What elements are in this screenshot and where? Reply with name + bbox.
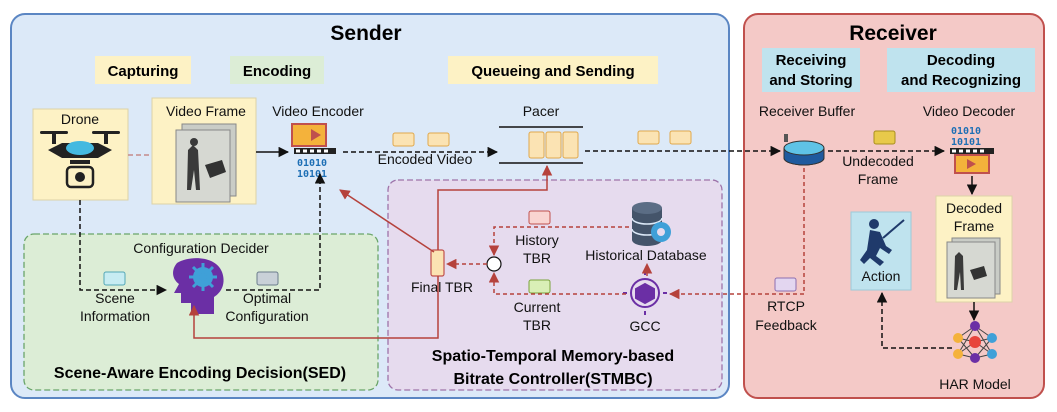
scene-info-packet xyxy=(103,271,126,286)
history-tbr-packet xyxy=(528,210,551,225)
drone-icon xyxy=(40,131,120,189)
svg-text:01010: 01010 xyxy=(297,158,327,169)
final-tbr-block xyxy=(430,249,445,277)
drone-label: Drone xyxy=(61,111,99,127)
stage-capturing: Capturing xyxy=(108,63,179,80)
stmbc-title-line1: Spatio-Temporal Memory-based xyxy=(432,348,674,365)
stage-decoding-2: and Recognizing xyxy=(901,72,1021,89)
optimal-config-packet xyxy=(256,271,279,286)
video-encoder-label: Video Encoder xyxy=(272,103,364,119)
decoded-frame-image xyxy=(946,237,1001,299)
video-encoder-icon: 01010 10101 xyxy=(291,123,336,180)
rtcp-feedback-label-2: Feedback xyxy=(755,317,817,333)
action-box xyxy=(850,211,912,291)
receiver-buffer-label: Receiver Buffer xyxy=(759,103,856,119)
stage-receiving-1: Receiving xyxy=(776,52,847,69)
final-tbr-label: Final TBR xyxy=(411,279,473,295)
video-frame-image xyxy=(175,123,237,203)
action-label: Action xyxy=(862,268,901,284)
gcc-label: GCC xyxy=(629,318,660,334)
stage-encoding: Encoding xyxy=(243,63,311,80)
stage-capturing-highlight xyxy=(95,56,191,84)
stage-decoding-1: Decoding xyxy=(927,52,995,69)
packet xyxy=(637,130,660,145)
sum-node xyxy=(486,256,502,272)
current-tbr-packet xyxy=(528,279,551,294)
history-tbr-label-2: TBR xyxy=(523,250,551,266)
stmbc-title-line2: Bitrate Controller(STMBC) xyxy=(453,371,652,388)
video-decoder-label: Video Decoder xyxy=(923,103,1016,119)
optimal-config-label-2: Configuration xyxy=(225,308,308,324)
config-decider-label: Configuration Decider xyxy=(133,240,269,256)
svg-text:01010: 01010 xyxy=(951,126,981,137)
video-decoder-icon: 01010 10101 xyxy=(950,126,994,174)
scene-info-label-2: Information xyxy=(80,308,150,324)
stage-queueing: Queueing and Sending xyxy=(471,63,634,80)
current-tbr-label-1: Current xyxy=(514,299,561,315)
current-tbr-label-2: TBR xyxy=(523,317,551,333)
svg-text:10101: 10101 xyxy=(297,169,327,180)
connectors xyxy=(79,145,980,349)
packet xyxy=(392,132,415,147)
stage-encoding-highlight xyxy=(230,56,324,84)
packet xyxy=(669,130,692,145)
har-model-icon xyxy=(953,321,997,363)
rtcp-feedback-label-1: RTCP xyxy=(767,298,805,314)
scene-info-label-1: Scene xyxy=(95,290,135,306)
decoded-frame-label-2: Frame xyxy=(954,218,995,234)
receiver-buffer-icon xyxy=(783,134,825,166)
stage-queueing-highlight xyxy=(448,56,658,84)
stage-receiving-highlight xyxy=(762,48,860,92)
receiver-title: Receiver xyxy=(849,22,937,45)
optimal-config-label-1: Optimal xyxy=(243,290,291,306)
database-icon xyxy=(631,202,671,246)
har-model-label: HAR Model xyxy=(939,376,1011,392)
brain-head-icon xyxy=(173,258,224,314)
video-frame-label: Video Frame xyxy=(166,103,246,119)
action-icon xyxy=(860,219,905,266)
sender-title: Sender xyxy=(330,22,401,45)
undecoded-packet xyxy=(873,130,896,145)
undecoded-frame-label-2: Frame xyxy=(858,171,899,187)
decoded-frame-label-1: Decoded xyxy=(946,200,1002,216)
stage-decoding-highlight xyxy=(887,48,1035,92)
svg-text:10101: 10101 xyxy=(951,137,981,148)
pacer-label: Pacer xyxy=(523,103,560,119)
rtcp-packet xyxy=(774,277,797,292)
historical-db-label: Historical Database xyxy=(585,247,707,263)
history-tbr-label-1: History xyxy=(515,232,559,248)
pacer-queue xyxy=(499,126,583,164)
packet xyxy=(427,132,450,147)
gcc-icon xyxy=(623,271,667,315)
encoded-video-label: Encoded Video xyxy=(378,151,473,167)
stage-receiving-2: and Storing xyxy=(769,72,852,89)
undecoded-frame-label-1: Undecoded xyxy=(842,153,914,169)
sed-title: Scene-Aware Encoding Decision(SED) xyxy=(54,365,346,382)
